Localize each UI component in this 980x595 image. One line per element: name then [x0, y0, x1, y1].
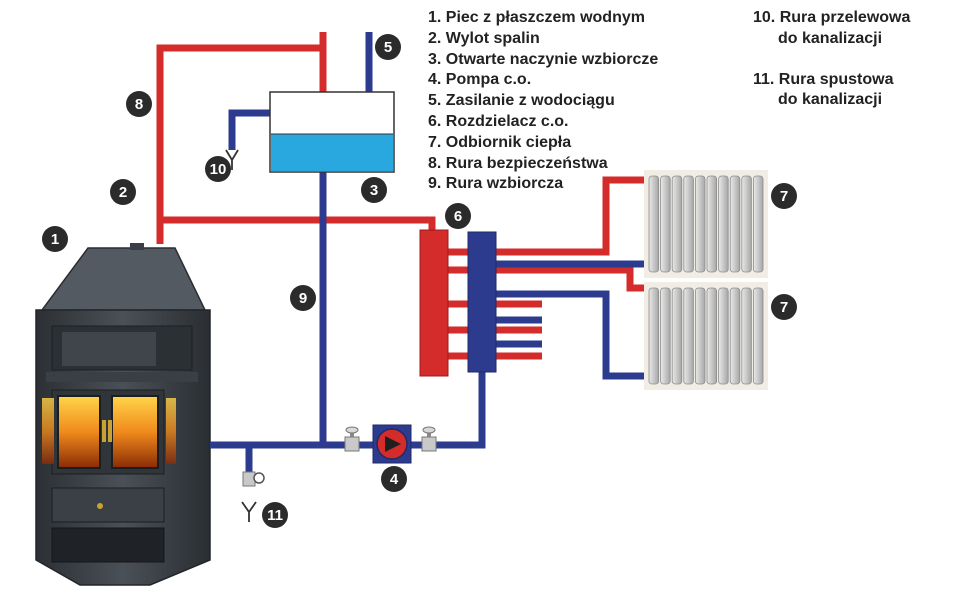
pump-valve-left [344, 426, 360, 452]
legend-item-10: 10. Rura przelewowa [753, 9, 911, 26]
manifold [419, 229, 497, 377]
legend-item: 7. Odbiornik ciepła [428, 133, 572, 151]
legend-item-11: 11. Rura spustowa [753, 70, 894, 88]
supply-pipe [160, 216, 436, 236]
badge-drain-pipe: 11 [262, 502, 288, 528]
expansion-tank [269, 91, 395, 173]
stove [35, 243, 211, 586]
badge-expansion-tank: 3 [361, 177, 387, 203]
legend-item: 8. Rura bezpieczeństwa [428, 154, 608, 172]
radiator-top [644, 170, 768, 278]
drain-valve [242, 471, 265, 487]
drain-outlet [241, 501, 257, 522]
badge-radiator-bottom: 7 [771, 294, 797, 320]
safety-pipe [156, 44, 323, 244]
pipes [156, 32, 652, 484]
legend-item: 3. Otwarte naczynie wzbiorcze [428, 50, 659, 68]
badge-safety-pipe: 8 [126, 91, 152, 117]
legend-extra: 10. Rura przelewowa do kanalizacji 11. R… [753, 8, 910, 111]
legend-item: 9. Rura wzbiorcza [428, 175, 564, 193]
legend-item-11-cont: do kanalizacji [778, 91, 883, 109]
legend-item: 2. Wylot spalin [428, 29, 540, 47]
overflow-outlet [225, 149, 239, 170]
badge-stove: 1 [42, 226, 68, 252]
overflow-pipe [228, 109, 270, 150]
return-pipe [210, 372, 486, 449]
pump [372, 424, 412, 464]
legend-item: 6. Rozdzielacz c.o. [428, 112, 569, 130]
badge-manifold: 6 [445, 203, 471, 229]
legend-item-10-cont: do kanalizacji [778, 29, 883, 47]
legend-item: 5. Zasilanie z wodociągu [428, 92, 615, 110]
legend: 1. Piec z płaszczem wodnym 2. Wylot spal… [428, 8, 658, 195]
badge-water-supply: 5 [375, 34, 401, 60]
badge-pump: 4 [381, 466, 407, 492]
pump-valve-right [421, 426, 437, 452]
badge-radiator-top: 7 [771, 183, 797, 209]
radiator-bottom [644, 282, 768, 390]
badge-expansion-pipe: 9 [290, 285, 316, 311]
badge-flue-outlet: 2 [110, 179, 136, 205]
legend-item: 4. Pompa c.o. [428, 71, 532, 89]
badge-overflow-pipe: 10 [205, 156, 231, 182]
legend-item: 1. Piec z płaszczem wodnym [428, 9, 645, 26]
